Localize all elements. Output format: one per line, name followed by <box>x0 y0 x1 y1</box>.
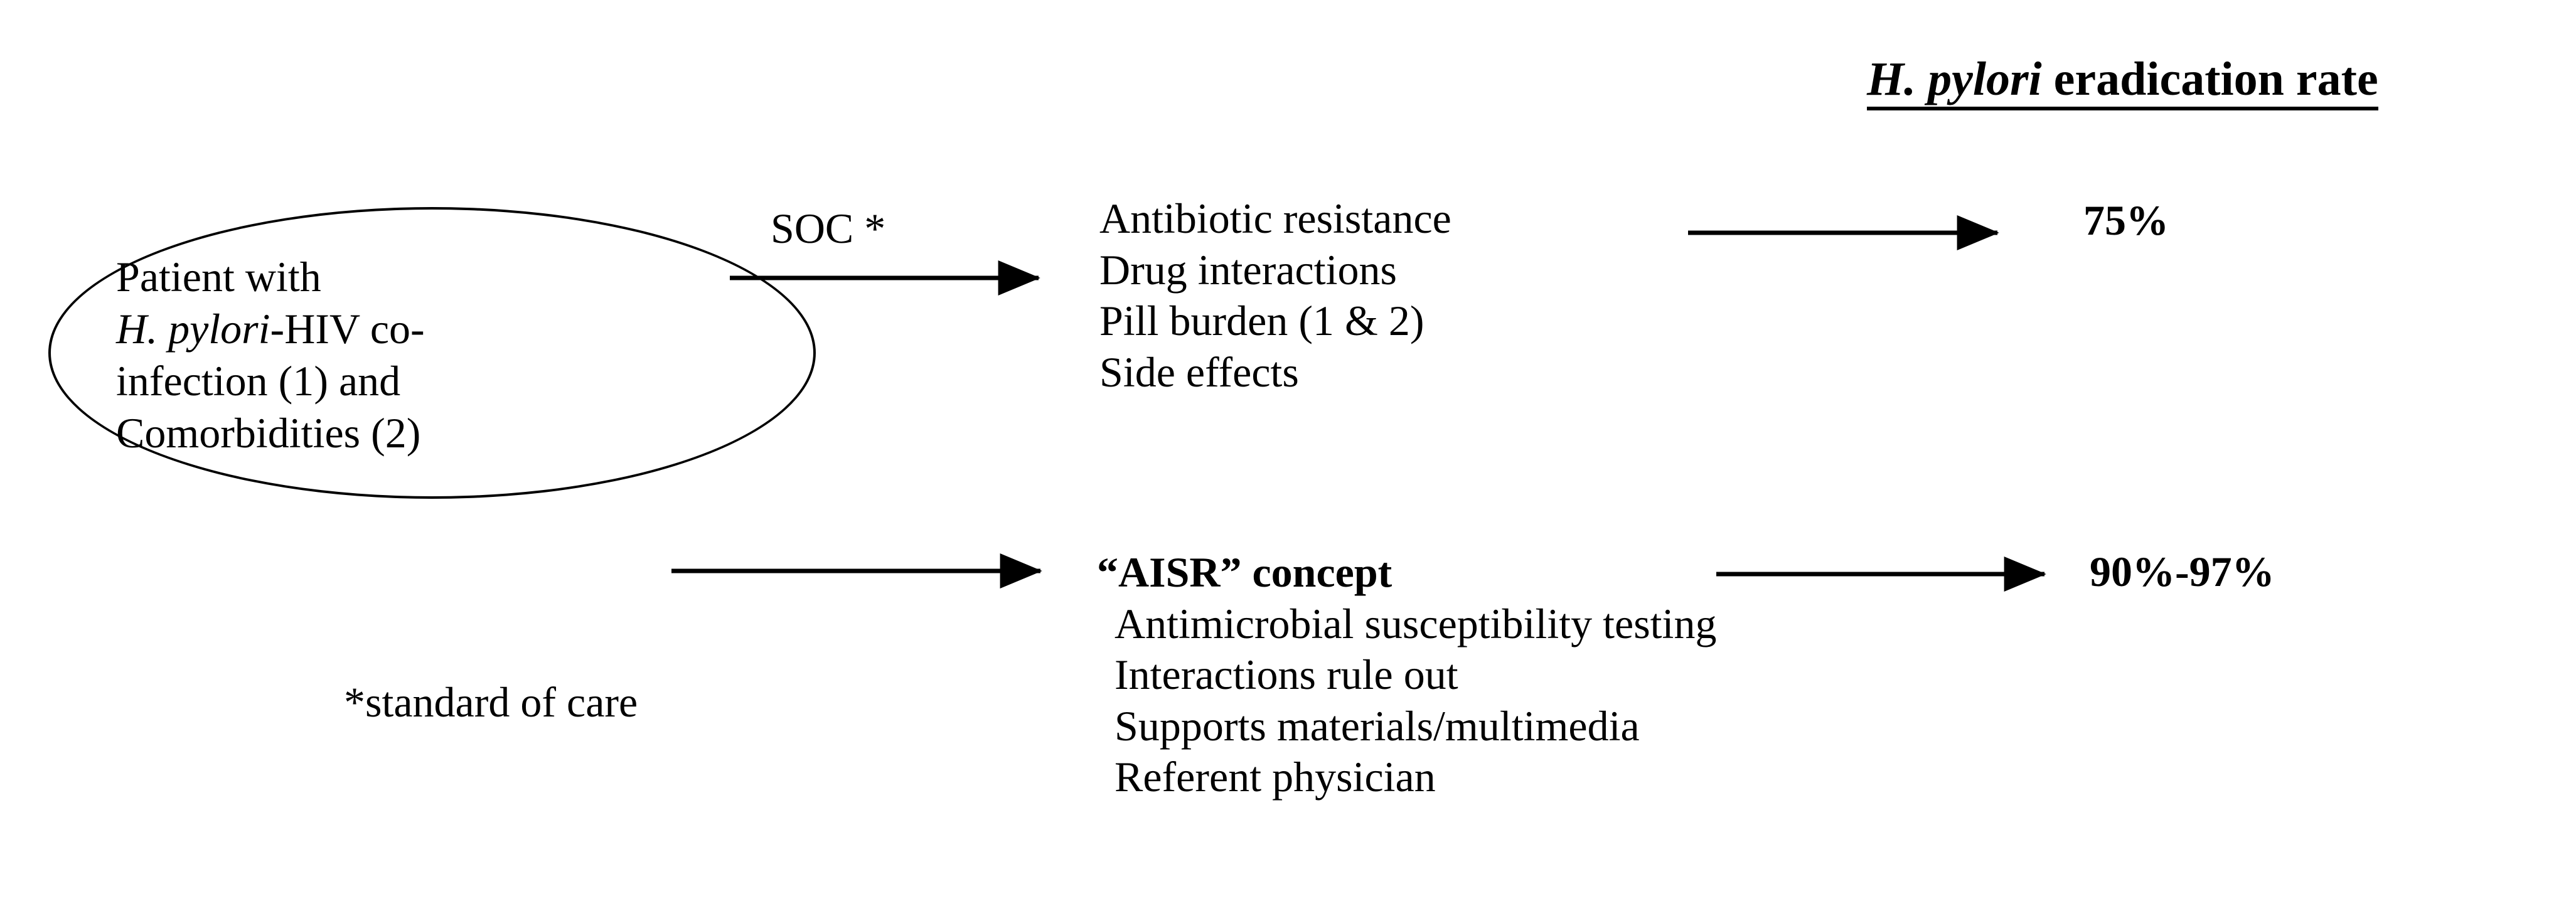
list-item: Supports materials/multimedia <box>1114 701 1640 750</box>
list-item: Pill burden (1 & 2) <box>1099 297 1424 345</box>
source-node-line-2: H. pylori-HIV co- <box>116 303 555 355</box>
source-node-line-2-italic: H. pylori <box>116 304 270 353</box>
soc-outcomes-list: Antibiotic resistance Drug interactions … <box>1099 193 1451 398</box>
figure-title-rest: eradication rate <box>2041 53 2378 105</box>
list-item: Interactions rule out <box>1114 651 1458 699</box>
list-item: Antimicrobial susceptibility testing <box>1114 599 1717 647</box>
aisr-heading: “AISR” concept <box>1097 548 1392 596</box>
figure-title-italic: H. pylori <box>1867 53 2042 105</box>
branch-label-soc: SOC * <box>771 205 886 252</box>
eradication-rate-soc: 75% <box>2083 196 2169 244</box>
source-node-line-1: Patient with <box>116 253 321 301</box>
aisr-concept-block: “AISR” concept Antimicrobial susceptibil… <box>1097 547 1716 803</box>
list-item: Drug interactions <box>1099 245 1397 294</box>
source-node-ellipse <box>48 207 816 499</box>
list-item: Antibiotic resistance <box>1099 194 1451 242</box>
figure-title: H. pylori eradication rate <box>1867 55 2378 110</box>
source-node-line-4: Comorbidities (2) <box>116 408 421 457</box>
list-item: Side effects <box>1099 348 1299 396</box>
source-node-line-3: infection (1) and <box>116 356 401 405</box>
eradication-rate-aisr: 90%-97% <box>2090 548 2275 595</box>
source-node-text: Patient with H. pylori-HIV co- infection… <box>116 251 555 459</box>
footnote-standard-of-care: *standard of care <box>344 678 638 726</box>
list-item: Referent physician <box>1114 753 1436 801</box>
source-node-line-2-rest: -HIV co- <box>270 304 425 353</box>
